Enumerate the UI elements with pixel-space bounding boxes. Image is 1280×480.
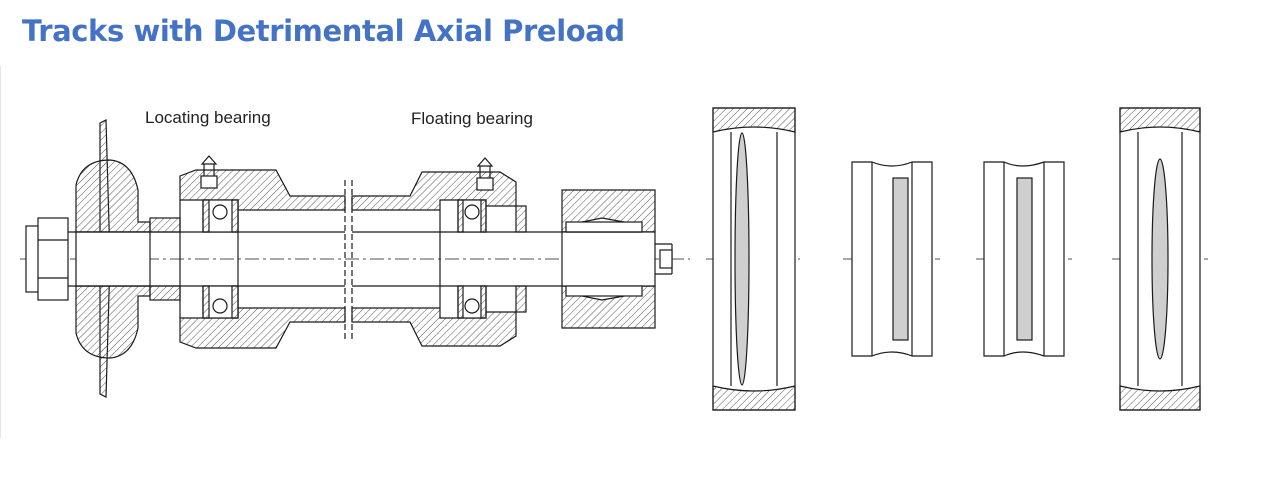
page-title: Tracks with Detrimental Axial Preload: [22, 14, 625, 48]
track-roller-end: [561, 189, 656, 329]
floating-bearing-housing: [351, 157, 527, 347]
wheel-2-grooved: [843, 161, 940, 357]
shaft-break-lines: [344, 180, 353, 340]
hub-flange: [75, 159, 151, 359]
wheel-4-convex: [1112, 107, 1208, 411]
locating-bearing: [202, 199, 239, 319]
wheel-1-convex: [706, 107, 800, 411]
floating-bearing: [457, 199, 487, 319]
shaft-nut: [25, 217, 69, 301]
floating-bearing-label: Floating bearing: [411, 109, 533, 128]
left-border-line: [0, 66, 11, 438]
locating-bearing-label: Locating bearing: [145, 108, 271, 127]
locating-bearing-housing: [149, 155, 346, 349]
shaft-assembly: [20, 119, 690, 398]
wheel-profiles: [706, 107, 1208, 411]
wheel-3-grooved: [976, 161, 1072, 357]
